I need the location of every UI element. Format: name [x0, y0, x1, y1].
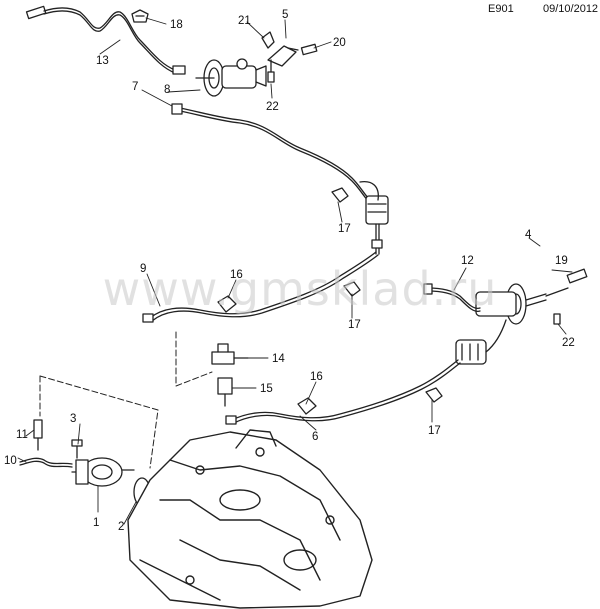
callout-16: 16 [230, 269, 243, 281]
bolt-22-upper [267, 59, 275, 83]
clip-18 [131, 9, 149, 23]
master-cylinder-lower [475, 268, 588, 325]
callout-22: 22 [562, 337, 575, 349]
callout-17: 17 [348, 319, 361, 331]
bolt-3 [71, 439, 83, 459]
callout-3: 3 [70, 413, 76, 425]
callout-9: 9 [140, 263, 146, 275]
diagram-code: E901 [488, 3, 514, 15]
fitting-15 [217, 377, 233, 407]
callout-6: 6 [312, 431, 318, 443]
diagram-date: 09/10/2012 [543, 3, 599, 15]
bleeder-11 [33, 419, 43, 451]
clip-16-lower [297, 397, 317, 415]
damper-upper [359, 180, 389, 255]
callout-2: 2 [118, 521, 124, 533]
callout-1: 1 [93, 517, 99, 529]
clip-16-upper [217, 295, 237, 313]
callout-8: 8 [164, 84, 170, 96]
callout-15: 15 [260, 383, 273, 395]
clip-17-lower [425, 387, 443, 403]
pipe-13 [25, 5, 186, 75]
callout-20: 20 [333, 37, 346, 49]
hose-10 [19, 457, 73, 468]
master-cylinder-upper [195, 58, 267, 97]
pipe-9 [142, 251, 379, 323]
transmission-housing [127, 429, 373, 609]
callout-14: 14 [272, 353, 285, 365]
bolt-22-lower [553, 313, 561, 325]
callout-21: 21 [238, 15, 251, 27]
callout-19: 19 [555, 255, 568, 267]
bracket-21 [261, 31, 275, 49]
callout-5: 5 [282, 9, 288, 21]
callout-4: 4 [525, 229, 532, 241]
callout-16: 16 [310, 371, 323, 383]
dashed-leaders [39, 331, 213, 469]
damper-lower [455, 319, 507, 365]
callout-18: 18 [170, 19, 183, 31]
pipe-6 [225, 359, 461, 425]
pushrod-5 [267, 45, 299, 67]
pipe-7 [171, 103, 371, 204]
callout-17: 17 [428, 425, 441, 437]
pin-20 [300, 43, 318, 56]
callout-12: 12 [461, 255, 474, 267]
clip-17-middle [343, 281, 361, 297]
pipe-12 [423, 283, 481, 313]
connector-14 [211, 343, 249, 365]
callout-17: 17 [338, 223, 351, 235]
slave-cylinder-1 [71, 457, 135, 487]
callout-leaders [17, 17, 573, 525]
callout-13: 13 [96, 55, 109, 67]
callout-10: 10 [4, 455, 17, 467]
callout-7: 7 [132, 81, 138, 93]
callout-22: 22 [266, 101, 279, 113]
clip-17-upper [331, 187, 349, 203]
callout-11: 11 [16, 429, 28, 441]
